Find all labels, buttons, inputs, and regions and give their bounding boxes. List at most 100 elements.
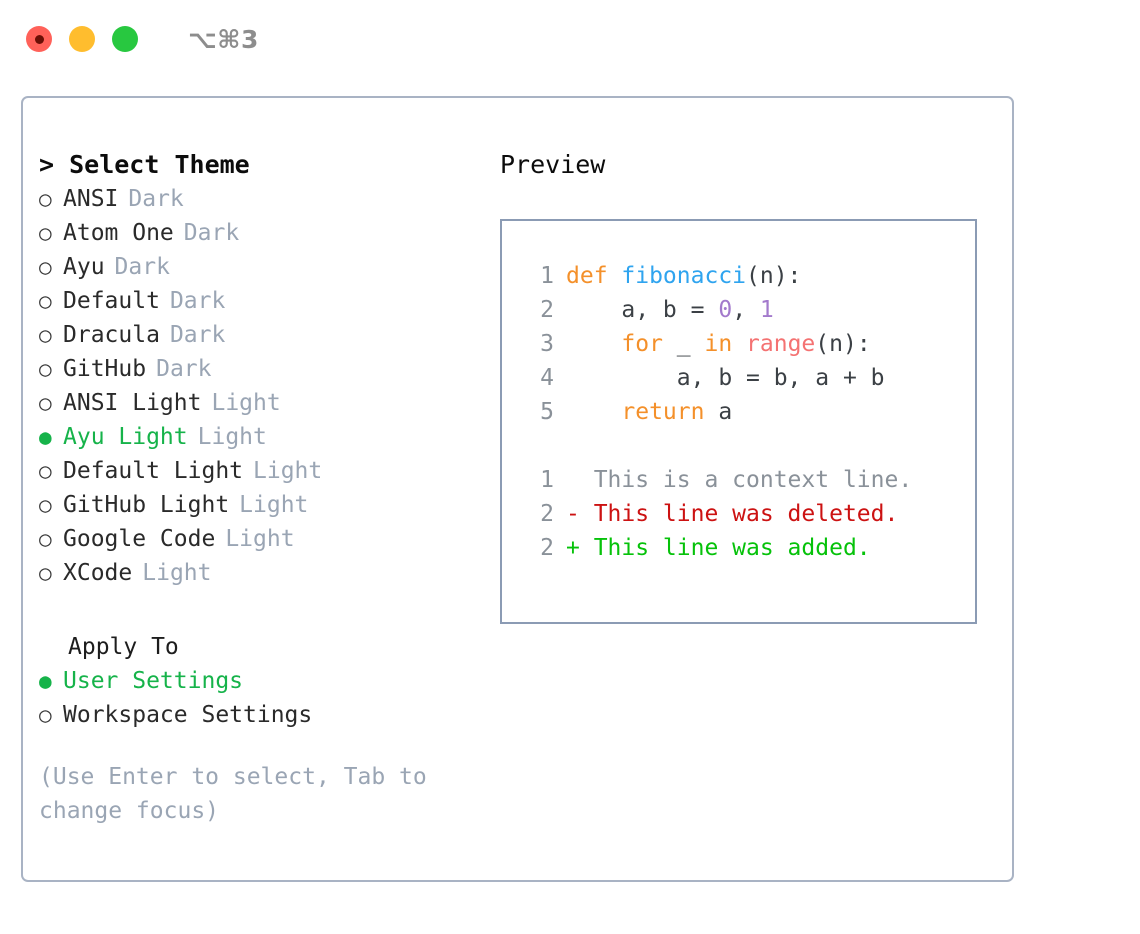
theme-variant-label: Light xyxy=(239,492,309,518)
line-number: 2 xyxy=(540,501,554,527)
radio-unselected-icon: ○ xyxy=(39,187,52,211)
theme-variant-label: Dark xyxy=(169,288,226,314)
theme-variant-label: Light xyxy=(142,560,212,586)
code-text: return a xyxy=(566,395,732,429)
token-num: 1 xyxy=(759,297,774,323)
apply-to-option-user-settings[interactable]: ● User Settings xyxy=(39,664,493,698)
theme-option-label: GitHub Light xyxy=(63,492,230,518)
theme-option-label: Atom One xyxy=(63,220,174,246)
theme-option-dracula[interactable]: ○ Dracula Dark xyxy=(39,318,493,352)
theme-variant-label: Dark xyxy=(156,356,212,382)
token-txt: _ xyxy=(662,331,705,357)
maximize-button[interactable] xyxy=(112,26,138,52)
token-fn: fibonacci xyxy=(621,263,747,289)
theme-option-label: GitHub xyxy=(63,356,147,382)
theme-variant-label: Light xyxy=(197,424,267,450)
preview-heading: Preview xyxy=(500,150,606,179)
apply-to-option-label: User Settings xyxy=(63,668,244,694)
theme-option-ansi[interactable]: ○ ANSI Dark xyxy=(39,182,493,216)
radio-unselected-icon: ○ xyxy=(39,221,52,245)
radio-unselected-icon: ○ xyxy=(39,289,52,313)
token-txt: , xyxy=(732,297,760,323)
theme-option-label: Google Code xyxy=(63,526,216,552)
token-num: 0 xyxy=(718,297,733,323)
line-number: 1 xyxy=(540,467,554,493)
radio-unselected-icon: ○ xyxy=(39,459,52,483)
apply-to-option-workspace-settings[interactable]: ○ Workspace Settings xyxy=(39,698,493,732)
token-call: range xyxy=(746,331,816,357)
theme-option-label: Dracula xyxy=(63,322,160,348)
theme-option-ayu[interactable]: ○ Ayu Dark xyxy=(39,250,493,284)
theme-option-label: Ayu xyxy=(63,254,105,280)
diff-line-ctx: 1 This is a context line. xyxy=(524,463,975,497)
apply-to-option-label: Workspace Settings xyxy=(63,702,313,728)
radio-unselected-icon: ○ xyxy=(39,703,52,727)
code-text: a, b = 0, 1 xyxy=(566,293,774,327)
theme-option-label: Default xyxy=(63,288,160,314)
theme-option-label: ANSI xyxy=(63,186,119,212)
close-button[interactable] xyxy=(26,26,52,52)
radio-unselected-icon: ○ xyxy=(39,561,52,585)
preview-separator xyxy=(524,429,975,463)
diff-line-del: 2 - This line was deleted. xyxy=(524,497,975,531)
code-line: 4 a, b = b, a + b xyxy=(524,361,975,395)
code-line: 1 def fibonacci(n): xyxy=(524,259,975,293)
title-bar: ⌥⌘3 xyxy=(0,0,1140,78)
theme-option-label: ANSI Light xyxy=(63,390,202,416)
radio-unselected-icon: ○ xyxy=(39,391,52,415)
minimize-button[interactable] xyxy=(69,26,95,52)
token-txt: a, b = xyxy=(566,297,719,323)
token-kw: def xyxy=(566,263,622,289)
radio-unselected-icon: ○ xyxy=(39,527,52,551)
radio-selected-icon: ● xyxy=(39,425,52,449)
theme-variant-label: Dark xyxy=(169,322,226,348)
theme-variant-label: Light xyxy=(253,458,323,484)
token-txt xyxy=(566,331,621,357)
theme-option-atom-one[interactable]: ○ Atom One Dark xyxy=(39,216,493,250)
radio-selected-icon: ● xyxy=(39,669,52,693)
diff-text: - This line was deleted. xyxy=(566,501,899,527)
token-kw: in xyxy=(704,331,733,357)
diff-sample: 1 This is a context line. 2 - This line wa… xyxy=(524,463,975,565)
theme-option-label: XCode xyxy=(63,560,133,586)
theme-variant-label: Dark xyxy=(183,220,240,246)
theme-option-xcode[interactable]: ○ XCode Light xyxy=(39,556,493,590)
token-kw: for xyxy=(621,331,663,357)
code-text: a, b = b, a + b xyxy=(566,361,885,395)
token-txt xyxy=(566,399,621,425)
code-line: 2 a, b = 0, 1 xyxy=(524,293,975,327)
code-line: 3 for _ in range(n): xyxy=(524,327,975,361)
theme-variant-label: Light xyxy=(225,526,295,552)
line-number: 3 xyxy=(540,331,554,357)
diff-line-add: 2+ This line was added. xyxy=(524,531,975,565)
token-txt: a xyxy=(704,399,733,425)
window-controls xyxy=(26,26,138,52)
theme-variant-label: Dark xyxy=(128,186,184,212)
radio-unselected-icon: ○ xyxy=(39,255,52,279)
apply-to-label: Apply To xyxy=(68,634,179,660)
theme-option-default[interactable]: ○ Default Dark xyxy=(39,284,493,318)
line-number: 4 xyxy=(540,365,554,391)
line-number: 1 xyxy=(540,263,554,289)
select-theme-heading: > Select Theme xyxy=(39,150,250,179)
code-text: for _ in range(n): xyxy=(566,327,870,361)
line-number: 2 xyxy=(540,297,554,323)
radio-unselected-icon: ○ xyxy=(39,323,52,347)
token-kw: return xyxy=(621,399,705,425)
theme-option-google-code[interactable]: ○ Google Code Light xyxy=(39,522,493,556)
token-txt: (n): xyxy=(746,263,802,289)
token-txt xyxy=(732,331,746,357)
theme-variant-label: Dark xyxy=(114,254,170,280)
